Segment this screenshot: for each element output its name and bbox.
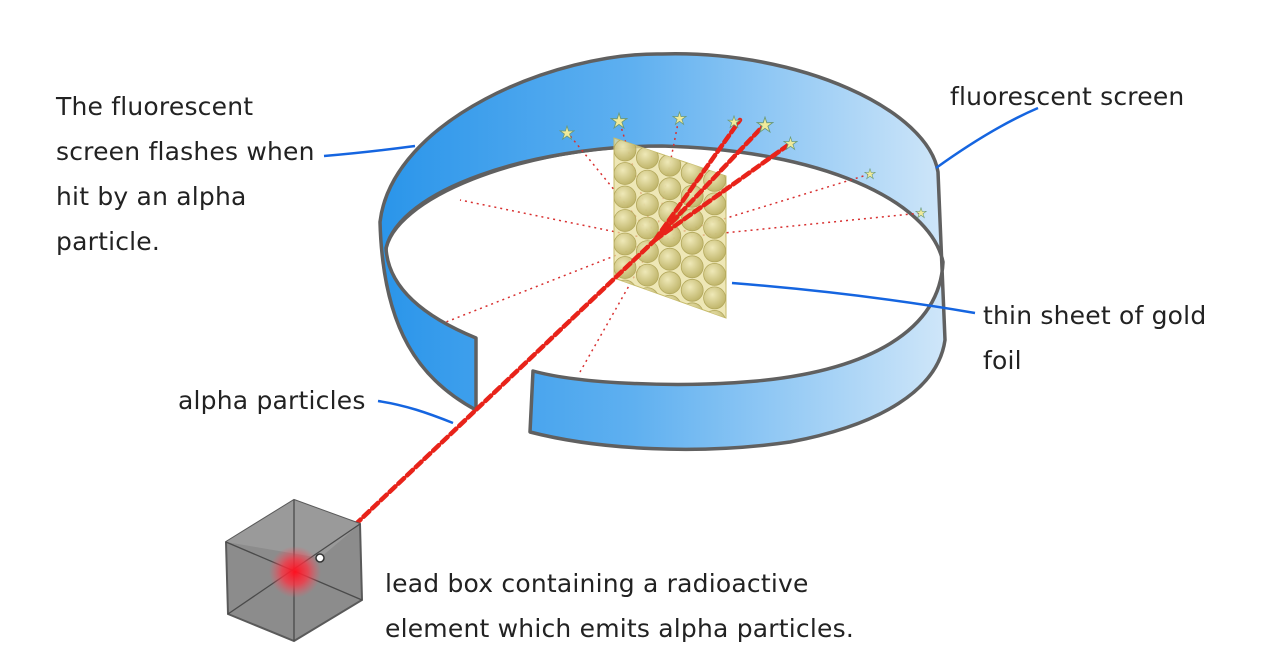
deflected-beam-3 [652, 140, 794, 243]
screen-description-label: The fluorescent screen flashes when hit … [56, 84, 315, 264]
gold-foil-sheet [613, 137, 727, 319]
gold-atom [725, 200, 726, 223]
gold-atom [725, 317, 726, 318]
gold-atom [614, 279, 637, 303]
screen-description-line: The fluorescent [56, 92, 254, 121]
gold-atom [703, 309, 726, 318]
alpha-particles-label: alpha particles [178, 378, 366, 423]
alpha-particle-beam [317, 117, 794, 561]
screen-description-line: particle. [56, 227, 161, 256]
gold-atom [725, 294, 726, 317]
screen-description-line: screen flashes when [56, 137, 315, 166]
gold-atom [636, 216, 659, 240]
ring-inner-rim [384, 144, 945, 263]
gold-atom [636, 146, 659, 170]
gold-atom [680, 255, 704, 279]
gold-atom [725, 247, 726, 270]
gold-atom [703, 215, 726, 239]
gold-atom [680, 231, 704, 255]
lead-box-line: lead box containing a radioactive [385, 569, 809, 598]
gold-atom [703, 239, 726, 263]
pointer-alpha-particles [377, 399, 454, 425]
gold-atom [658, 153, 682, 177]
pointer-fluorescent-screen [935, 106, 1039, 170]
fluorescent-screen-label: fluorescent screen [950, 74, 1184, 119]
gold-atom [658, 177, 682, 201]
gold-atom [680, 278, 704, 302]
alpha-particles-text: alpha particles [178, 386, 366, 415]
fluorescent-screen-text: fluorescent screen [950, 82, 1185, 111]
gold-atom [658, 271, 682, 295]
radioactive-glow [269, 546, 321, 598]
deflected-beam-1 [652, 117, 743, 243]
gold-foil-line: thin sheet of gold [983, 301, 1207, 330]
gold-atom [636, 193, 659, 217]
gold-atom [614, 209, 637, 232]
gold-foil-line: foil [983, 346, 1022, 375]
label-pointers [323, 106, 1039, 425]
gold-atom [703, 286, 726, 310]
gold-atom [658, 294, 682, 318]
lead-box-label: lead box containing a radioactive elemen… [385, 561, 854, 651]
gold-atom [725, 223, 726, 247]
gold-atom [658, 247, 682, 271]
gold-atom [725, 270, 726, 294]
screen-description-line: hit by an alpha [56, 182, 247, 211]
deflected-beam-2 [652, 121, 768, 243]
gold-atom [703, 262, 726, 286]
incident-beam [317, 237, 658, 561]
gold-atom [614, 232, 637, 256]
pointer-gold-foil [731, 281, 976, 315]
gold-foil-label: thin sheet of gold foil [983, 293, 1206, 383]
gold-atom [636, 287, 659, 311]
gold-atom [636, 240, 659, 264]
gold-atom [614, 185, 637, 209]
gold-atom [636, 169, 659, 193]
lead-box-line: element which emits alpha particles. [385, 614, 854, 643]
emission-hole [315, 553, 325, 563]
gold-atom [636, 263, 659, 287]
gold-atom [614, 162, 637, 185]
pointer-screen-description [323, 144, 416, 158]
lead-box [224, 498, 364, 643]
